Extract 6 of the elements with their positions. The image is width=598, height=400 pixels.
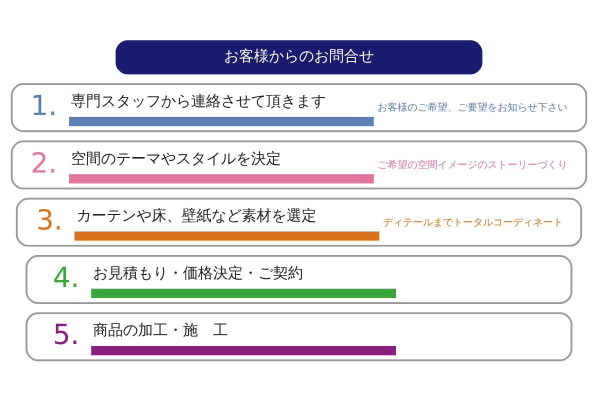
node-box: お客様からのお問合せ [116, 40, 482, 74]
node-box: 2. 空間のテーマやスタイルを決定 ご希望の空間イメージのストーリーづくり [10, 140, 588, 189]
node-box: 4. お見積もり・価格決定・ご契約 [26, 254, 572, 304]
node-box: 1. 専門スタッフから連絡させて頂きます お客様のご希望、ご要望をお知らせ下さい [10, 82, 588, 132]
node-box: 5. 商品の加工・施 工 [26, 312, 572, 361]
node-box: 3. カーテンや床、壁紙など素材を選定 ディテールまでトータルコーディネート [16, 197, 582, 246]
